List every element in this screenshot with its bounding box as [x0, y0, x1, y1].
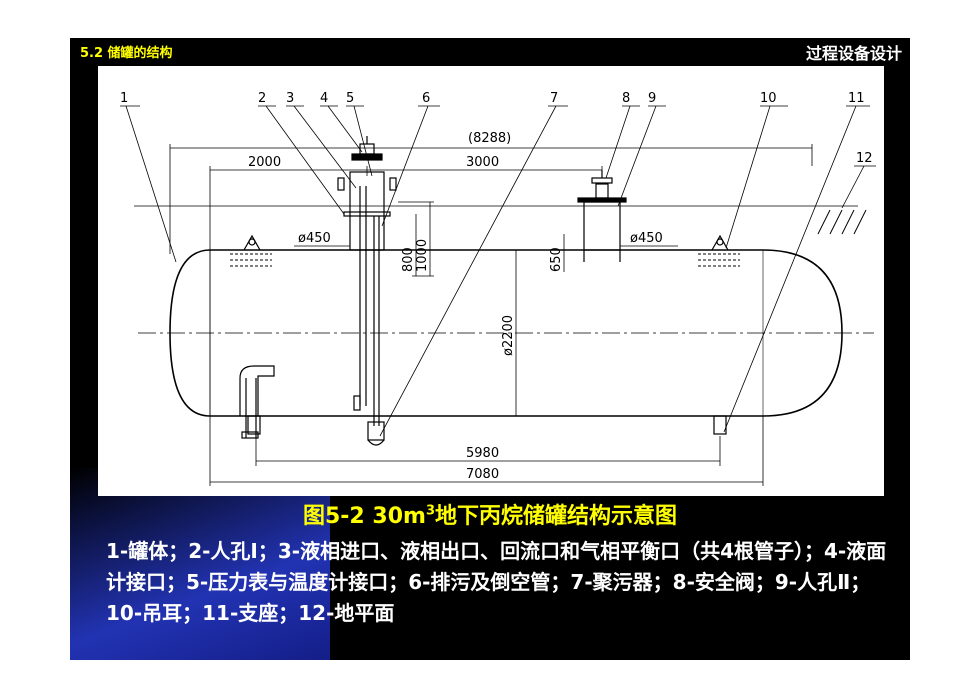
callout-12: 12	[856, 151, 873, 166]
callout-2: 2	[258, 91, 266, 106]
callout-10: 10	[760, 91, 777, 106]
dim-shell-dia: ø2200	[501, 315, 516, 356]
callout-8: 8	[622, 91, 630, 106]
callout-3: 3	[286, 91, 294, 106]
slide: 5.2 储罐的结构 过程设备设计	[70, 38, 910, 660]
caption-superscript: 3	[425, 503, 435, 519]
dim-7080: 7080	[466, 467, 499, 482]
callout-7: 7	[550, 91, 558, 106]
dim-manhole1-dia: ø450	[298, 231, 331, 246]
dim-650: 650	[549, 247, 564, 272]
callout-6: 6	[422, 91, 430, 106]
dim-5980: 5980	[466, 446, 499, 461]
dim-overall: (8288)	[468, 131, 511, 146]
dim-800: 800	[401, 247, 416, 272]
tank-drawing: 1 2 3 4 5 6 7 8 9 10 11 12 (8288) 2000 3…	[98, 66, 884, 496]
tank-drawing-svg: 1 2 3 4 5 6 7 8 9 10 11 12 (8288) 2000 3…	[120, 91, 876, 486]
background-accent	[70, 468, 330, 660]
dim-2000: 2000	[248, 155, 281, 170]
callout-5: 5	[346, 91, 354, 106]
callout-11: 11	[848, 91, 865, 106]
course-title: 过程设备设计	[805, 44, 902, 63]
section-title: 5.2 储罐的结构	[80, 46, 173, 61]
figure-caption: 图5-2 30m3地下丙烷储罐结构示意图	[70, 498, 910, 530]
callout-1: 1	[120, 91, 128, 106]
dim-manhole2-dia: ø450	[630, 231, 663, 246]
callout-4: 4	[320, 91, 328, 106]
figure-legend: 1-罐体；2-人孔Ⅰ；3-液相进口、液相出口、回流口和气相平衡口（共4根管子）；…	[106, 539, 887, 625]
caption-prefix: 图5-2 30m	[302, 504, 426, 529]
dim-1000: 1000	[415, 239, 430, 272]
callout-9: 9	[648, 91, 656, 106]
caption-suffix: 地下丙烷储罐结构示意图	[434, 504, 677, 529]
dim-3000: 3000	[466, 155, 499, 170]
